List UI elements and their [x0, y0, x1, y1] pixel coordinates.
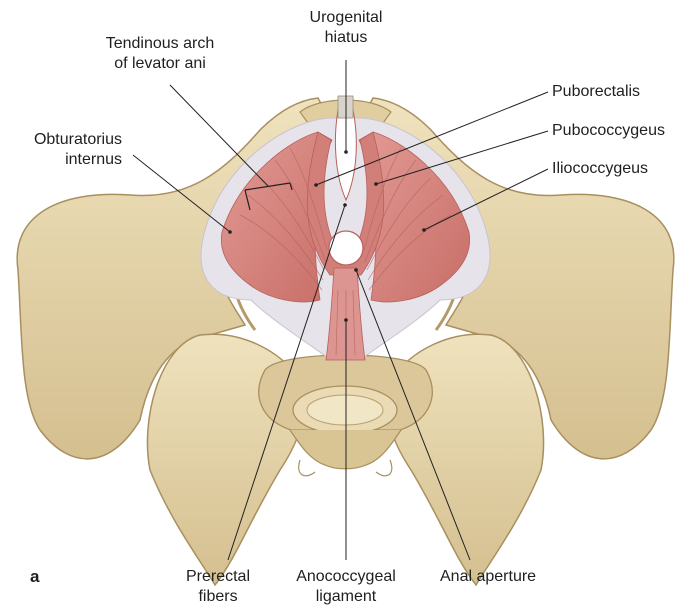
label-anal-aperture: Anal aperture [440, 567, 536, 587]
label-obturatorius-line1: Obturatorius [0, 130, 122, 150]
label-prerectal-fibers: Prerectal fibers [168, 567, 268, 607]
panel-letter: a [30, 567, 39, 587]
label-puborectalis-text: Puborectalis [552, 82, 640, 102]
label-anal-aperture-text: Anal aperture [440, 567, 536, 587]
label-iliococcygeus-text: Iliococcygeus [552, 159, 648, 179]
label-puborectalis: Puborectalis [552, 82, 640, 102]
label-prerectal-line1: Prerectal [168, 567, 268, 587]
label-anococcygeal-line2: ligament [286, 587, 406, 607]
label-tendinous-arch-line2: of levator ani [80, 54, 240, 74]
label-prerectal-line2: fibers [168, 587, 268, 607]
label-urogenital-hiatus-line2: hiatus [296, 28, 396, 48]
label-tendinous-arch-line1: Tendinous arch [80, 34, 240, 54]
label-iliococcygeus: Iliococcygeus [552, 159, 648, 179]
label-obturatorius-line2: internus [0, 150, 122, 170]
label-anococcygeal-ligament: Anococcygeal ligament [286, 567, 406, 607]
label-urogenital-hiatus-line1: Urogenital [296, 8, 396, 28]
label-urogenital-hiatus: Urogenital hiatus [296, 8, 396, 48]
label-tendinous-arch: Tendinous arch of levator ani [80, 34, 240, 74]
label-obturatorius-internus: Obturatorius internus [0, 130, 122, 170]
label-pubococcygeus: Pubococcygeus [552, 121, 665, 141]
label-anococcygeal-line1: Anococcygeal [286, 567, 406, 587]
label-pubococcygeus-text: Pubococcygeus [552, 121, 665, 141]
anal-aperture-opening [329, 231, 363, 265]
